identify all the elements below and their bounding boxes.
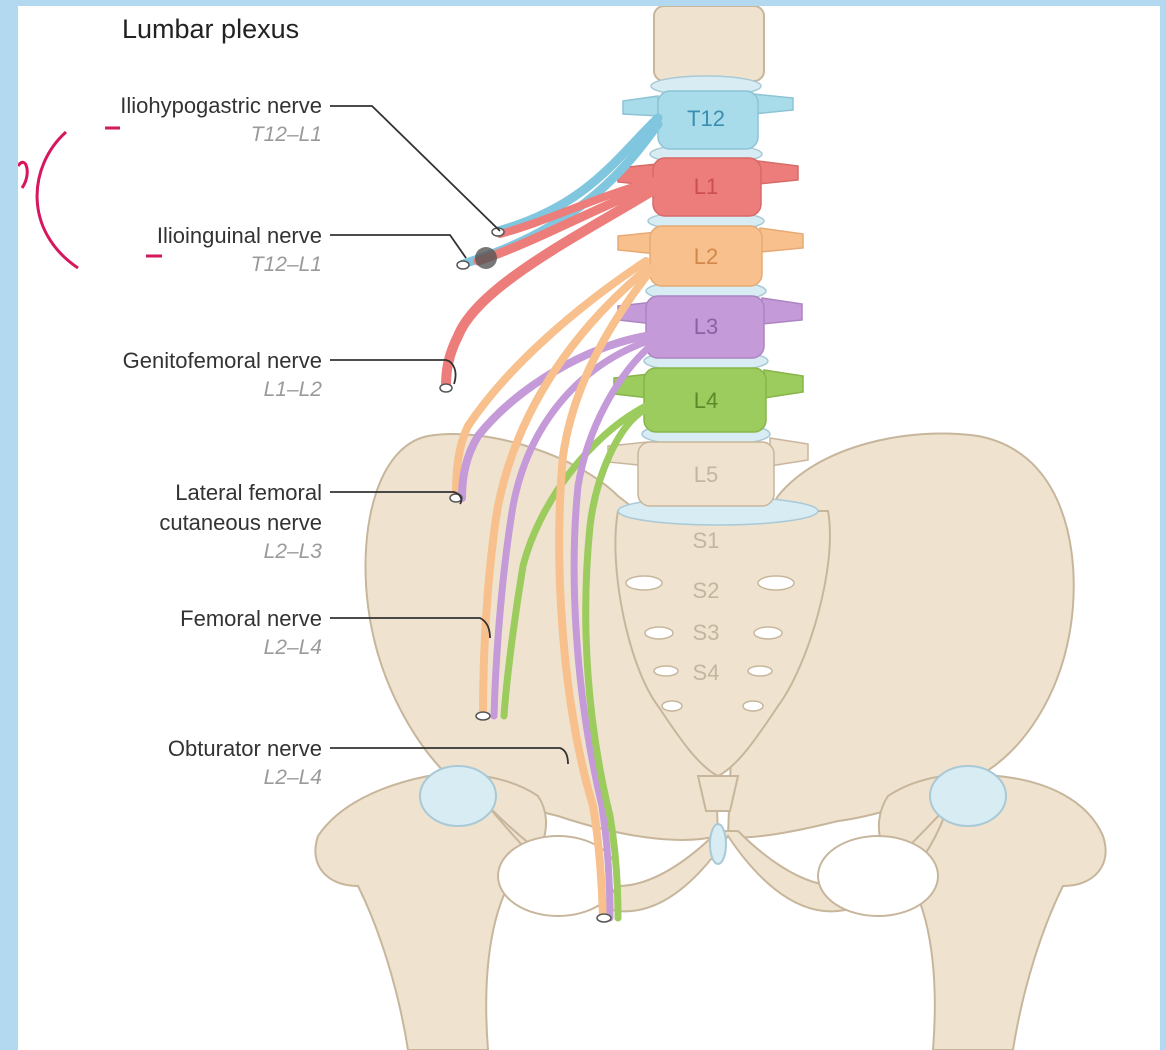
vertebra-label-l4: L4 [676,388,736,414]
ilioinguinal-nerve-label: Ilioinguinal nerve [157,222,322,249]
diagram-title: Lumbar plexus [122,14,299,45]
femoral-nerve-label: Femoral nerve [180,605,322,632]
right-obturator-foramen [818,836,938,916]
handwritten-bracket [37,132,78,268]
vertebra-label-s2: S2 [676,578,736,604]
vertebra-label-l5: L5 [676,462,736,488]
left-hip-joint [420,766,496,826]
coccyx [698,776,738,811]
nerve-marker-dot [475,247,497,269]
obturator-nerve-segments: L2–L4 [264,766,322,790]
diagram-canvas: Lumbar plexus Iliohypogastric nerve T12–… [18,6,1160,1050]
vertebra-label-s1: S1 [676,528,736,554]
lateral-femoral-cutaneous-nerve-label-line2: cutaneous nerve [159,509,322,536]
thoracic-vertebra-stub [654,6,764,81]
handwritten-scribble [18,162,27,188]
vertebra-label-l1: L1 [676,174,736,200]
lateral-femoral-cutaneous-nerve-label-line1: Lateral femoral [175,479,322,506]
femoral-nerve-segments: L2–L4 [264,636,322,660]
genitofemoral-nerve-label: Genitofemoral nerve [123,347,322,374]
iliohypogastric-nerve-label: Iliohypogastric nerve [120,92,322,119]
vertebra-label-s4: S4 [676,660,736,686]
right-hip-joint [930,766,1006,826]
lateral-femoral-cutaneous-nerve-segments: L2–L3 [264,540,322,564]
genitofemoral-nerve-segments: L1–L2 [264,378,322,402]
vertebra-label-l3: L3 [676,314,736,340]
vertebra-label-l2: L2 [676,244,736,270]
vertebra-label-t12: T12 [676,106,736,132]
ilioinguinal-nerve-segments: T12–L1 [251,253,322,277]
iliohypogastric-nerve-segments: T12–L1 [251,123,322,147]
vertebra-label-s3: S3 [676,620,736,646]
obturator-nerve-label: Obturator nerve [168,735,322,762]
pubic-symphysis [710,824,726,864]
